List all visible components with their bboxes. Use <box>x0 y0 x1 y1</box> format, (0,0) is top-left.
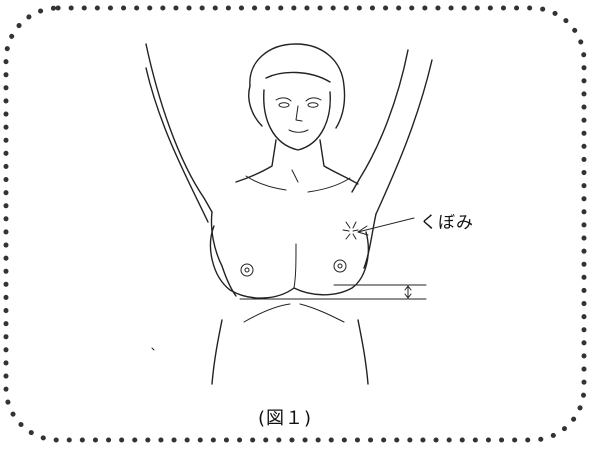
height-difference-indicator <box>240 285 426 299</box>
neck-shoulders <box>236 140 358 192</box>
figure-caption: (図１) <box>258 404 312 430</box>
right-arm <box>352 50 432 214</box>
right-nipple <box>334 260 346 272</box>
left-arm <box>146 44 212 222</box>
stray-mark <box>152 348 154 350</box>
left-nipple <box>241 264 253 276</box>
torso <box>211 212 376 384</box>
head <box>249 44 345 150</box>
dimple-marker <box>343 222 358 239</box>
breasts <box>211 226 369 298</box>
dimple-label: くぼみ <box>420 208 474 233</box>
under-breast-folds <box>244 304 344 322</box>
